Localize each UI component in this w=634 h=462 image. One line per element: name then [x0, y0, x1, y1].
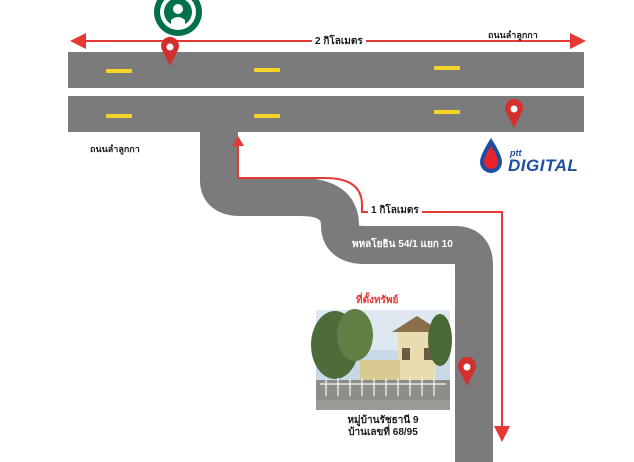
pin-ptt-icon — [505, 98, 523, 128]
lane-markings — [106, 66, 460, 118]
address-line-2: บ้านเลขที่ 68/95 — [348, 427, 418, 438]
property-title: ที่ตั้งทรัพย์ — [356, 295, 399, 306]
route-start-arrowhead — [232, 136, 244, 146]
route-into-soi-arrow — [237, 140, 510, 442]
pin-starbucks-icon — [161, 36, 179, 66]
starbucks-logo — [154, 0, 202, 36]
main-road-top-label: ถนนลำลูกกา — [488, 30, 538, 40]
main-road-upper — [68, 52, 584, 88]
property-photo — [311, 309, 452, 410]
ptt-brand-small: ptt — [510, 148, 522, 158]
main-distance-label: 2 กิโลเมตร — [312, 34, 366, 49]
address-line-1: หมู่บ้านรัชธานี 9 — [347, 415, 419, 426]
ptt-brand-large: DIGITAL — [508, 156, 579, 175]
soi-road-label: พหลโยธิน 54/1 แยก 10 — [352, 239, 453, 250]
property-address: หมู่บ้านรัชธานี 9 บ้านเลขที่ 68/95 — [334, 415, 432, 439]
pin-property-icon — [458, 356, 476, 386]
main-road-lower — [68, 96, 584, 132]
ptt-drop-logo — [480, 138, 502, 173]
soi-road — [200, 130, 493, 462]
main-road-left-label: ถนนลำลูกกา — [90, 144, 140, 154]
soi-distance-label: 1 กิโลเมตร — [368, 203, 422, 218]
